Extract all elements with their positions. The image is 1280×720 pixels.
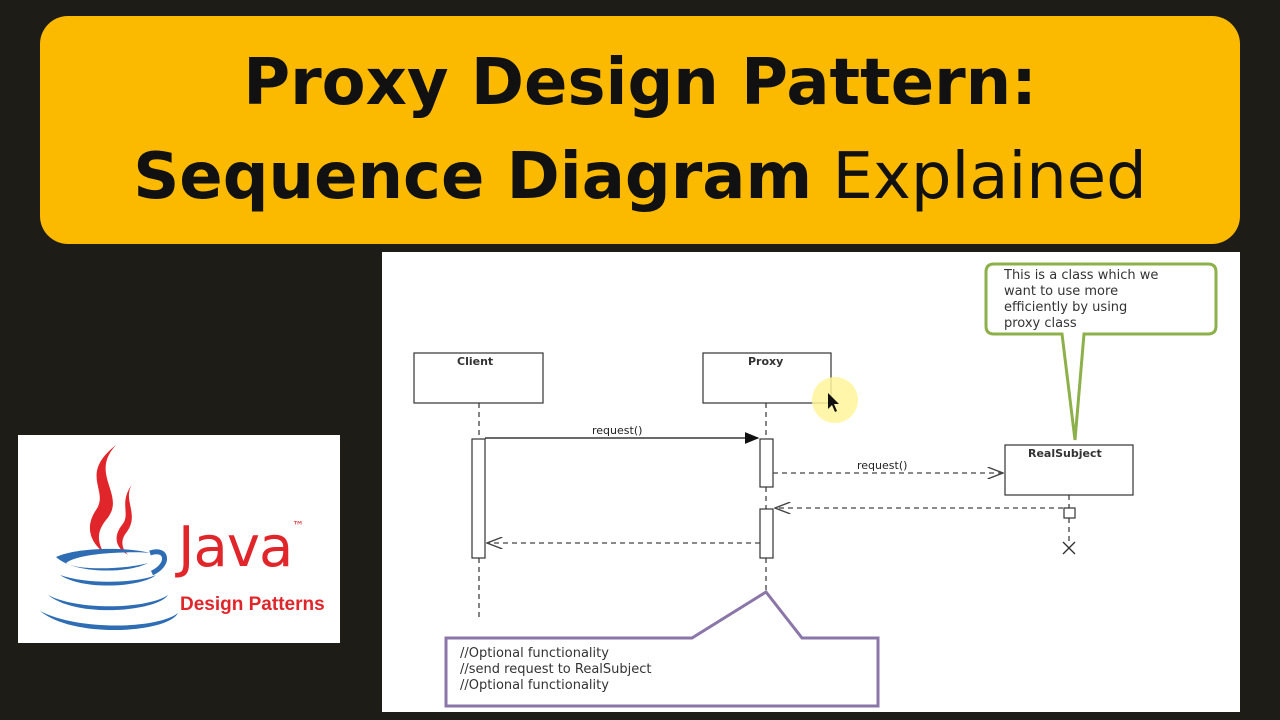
note-proxy-callout	[444, 590, 880, 708]
cursor-pointer-icon	[828, 393, 839, 412]
title-banner: Proxy Design Pattern: Sequence Diagram E…	[40, 16, 1240, 244]
note-real-line: proxy class	[1004, 316, 1077, 331]
java-brand-label: Java	[178, 515, 293, 580]
sequence-diagram-canvas	[413, 262, 1218, 708]
client-label: Client	[457, 355, 494, 368]
note-proxy-line: //Optional functionality	[460, 678, 609, 693]
title-part-2-bold: Sequence Diagram	[133, 140, 813, 214]
client-lifeline-box	[413, 352, 544, 404]
title-line-1: Proxy Design Pattern:	[243, 36, 1037, 130]
java-brand-text: Java™	[178, 519, 304, 576]
msg-proxy-to-real-label: request()	[857, 459, 908, 472]
note-real-subject-bubble	[984, 262, 1218, 441]
java-logo: Java™ Design Patterns	[18, 435, 340, 643]
real-subject-activation	[1063, 507, 1076, 519]
sequence-diagram: Client Proxy RealSubject request() reque…	[382, 252, 1240, 712]
note-proxy-line: //Optional functionality	[460, 646, 609, 661]
note-real-line: efficiently by using	[1004, 300, 1128, 315]
proxy-lifeline-box	[702, 352, 832, 404]
client-activation	[471, 438, 486, 559]
title-part-2-normal: Explained	[832, 140, 1147, 214]
proxy-activation-2	[759, 508, 774, 559]
trademark-mark: ™	[292, 519, 304, 533]
note-proxy-line: //send request to RealSubject	[460, 662, 652, 677]
java-cup-icon	[40, 445, 178, 631]
note-real-line: This is a class which we	[1004, 268, 1159, 283]
destroy-mark	[1062, 541, 1076, 555]
note-proxy-text: //Optional functionality //send request …	[460, 646, 652, 694]
logo-subtitle: Design Patterns	[180, 594, 325, 615]
title-line-2: Sequence Diagram Explained	[133, 130, 1147, 224]
note-real-subject-text: This is a class which we want to use mor…	[1004, 268, 1158, 332]
msg-client-to-proxy-label: request()	[592, 424, 643, 437]
note-real-line: want to use more	[1004, 284, 1119, 299]
title-part-1: Proxy Design Pattern:	[243, 46, 1037, 120]
proxy-label: Proxy	[748, 355, 784, 368]
real-subject-label: RealSubject	[1028, 447, 1102, 460]
proxy-activation-1	[759, 438, 774, 488]
